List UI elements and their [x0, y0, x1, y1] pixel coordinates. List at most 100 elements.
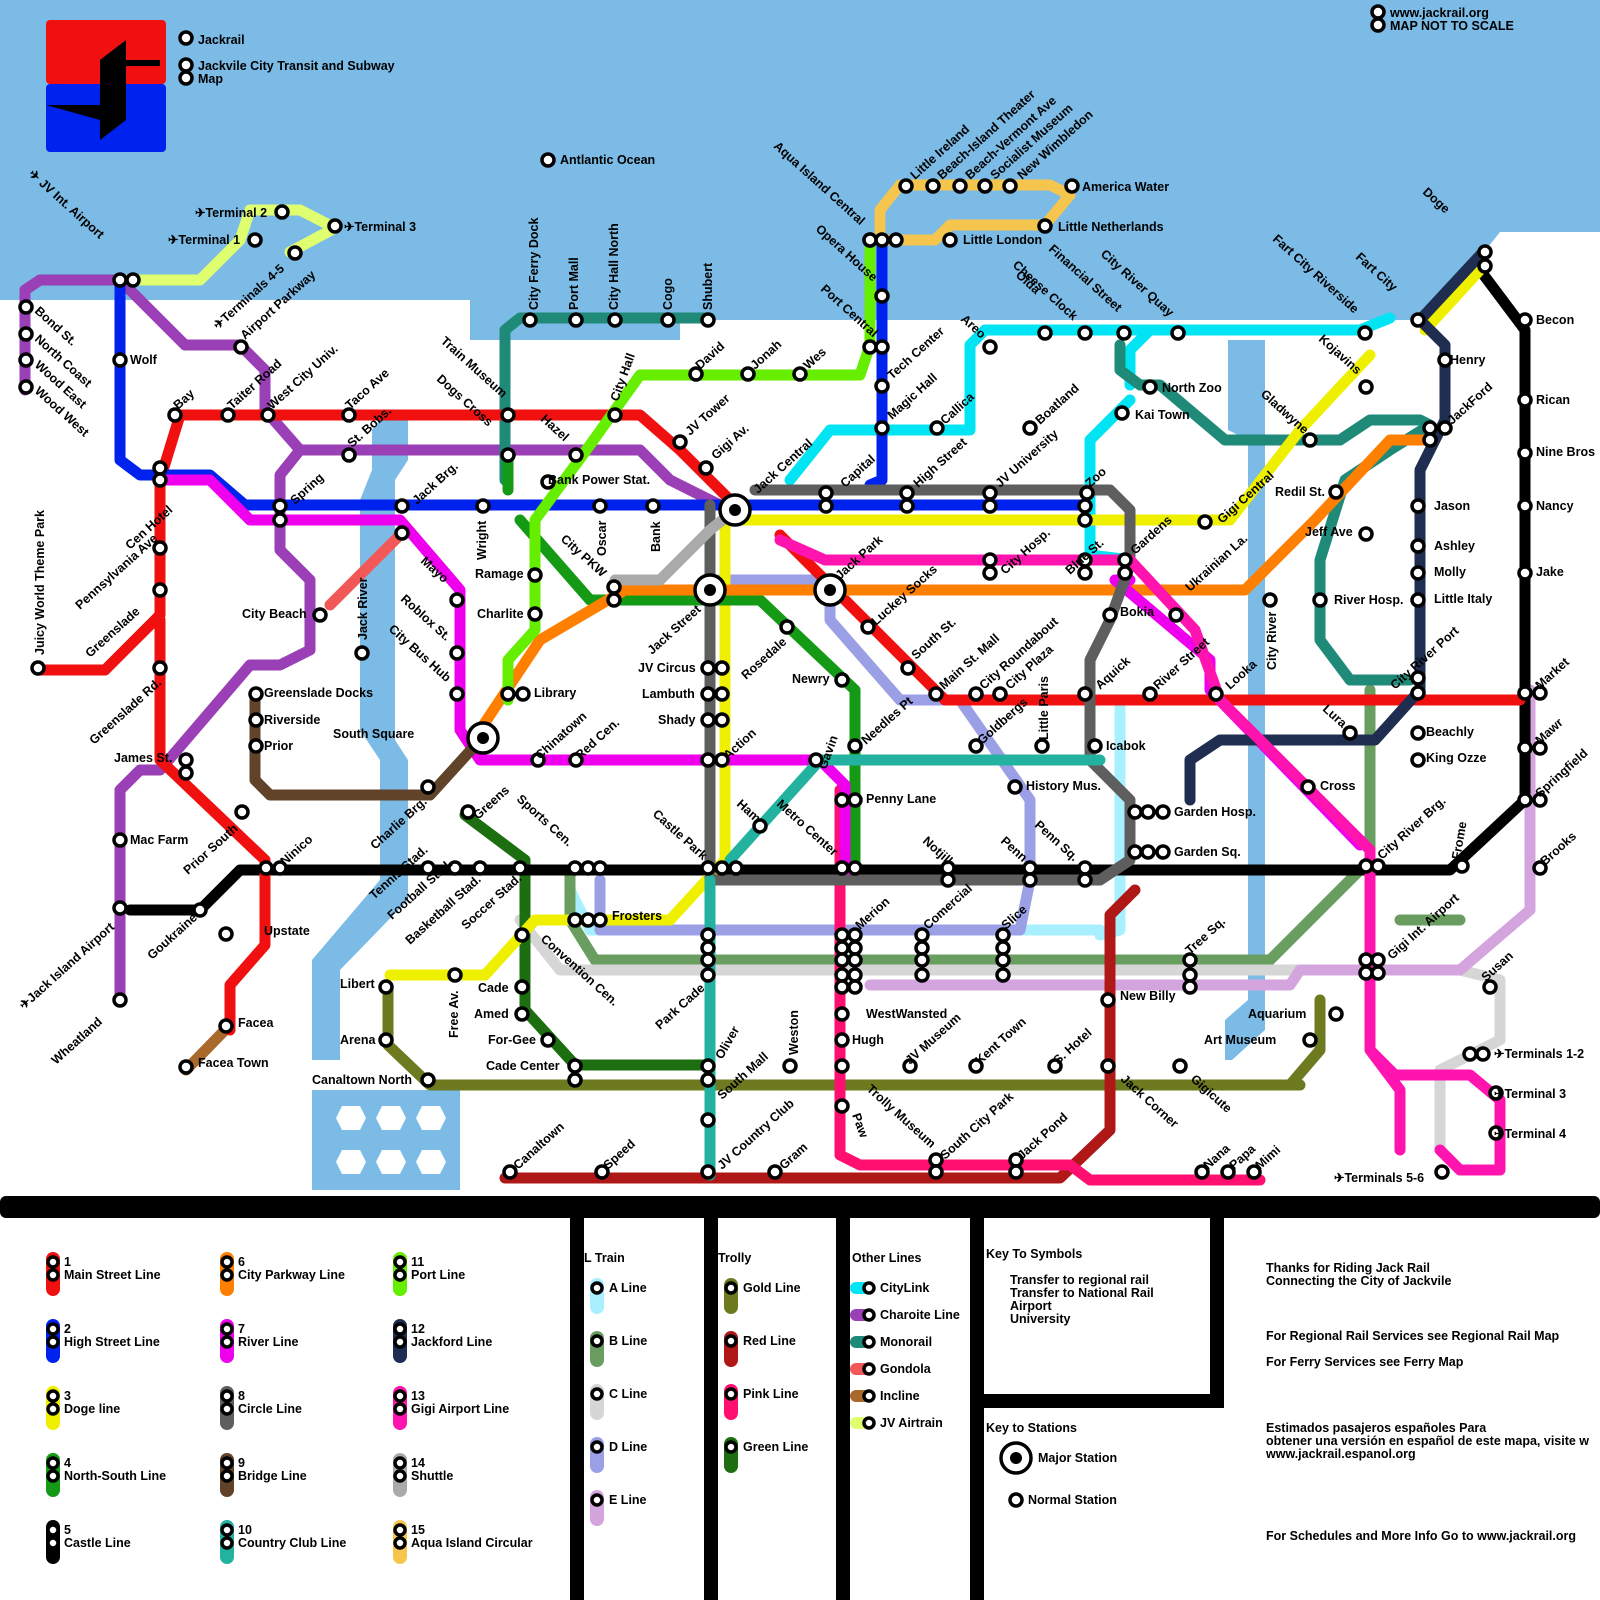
station-dot[interactable]	[1024, 422, 1036, 434]
station-dot[interactable]	[609, 409, 621, 421]
station-dot[interactable]	[1424, 434, 1436, 446]
station-dot[interactable]	[1199, 516, 1211, 528]
station-dot[interactable]	[702, 1166, 714, 1178]
station-dot[interactable]	[849, 942, 861, 954]
station-dot[interactable]	[1174, 1060, 1186, 1072]
station-dot[interactable]	[396, 527, 408, 539]
station-dot[interactable]	[742, 368, 754, 380]
station-dot[interactable]	[784, 1060, 796, 1072]
station-dot[interactable]	[1264, 594, 1276, 606]
station-dot[interactable]	[944, 234, 956, 246]
website-label[interactable]: www.jackrail.org	[1389, 6, 1489, 20]
station-dot[interactable]	[1157, 806, 1169, 818]
station-dot[interactable]	[1360, 954, 1372, 966]
station-dot[interactable]	[114, 274, 126, 286]
station-dot[interactable]	[220, 1020, 232, 1032]
station-dot[interactable]	[608, 594, 620, 606]
station-dot[interactable]	[984, 554, 996, 566]
station-dot[interactable]	[702, 969, 714, 981]
station-dot[interactable]	[180, 59, 192, 71]
station-dot[interactable]	[1129, 806, 1141, 818]
station-dot[interactable]	[1302, 781, 1314, 793]
station-dot[interactable]	[984, 500, 996, 512]
station-dot[interactable]	[716, 862, 728, 874]
station-dot[interactable]	[876, 341, 888, 353]
station-dot[interactable]	[594, 862, 606, 874]
station-dot[interactable]	[702, 954, 714, 966]
station-dot[interactable]	[235, 341, 247, 353]
station-dot[interactable]	[276, 206, 288, 218]
station-dot[interactable]	[250, 740, 262, 752]
station-dot[interactable]	[876, 422, 888, 434]
station-dot[interactable]	[849, 969, 861, 981]
station-dot[interactable]	[542, 1034, 554, 1046]
station-dot[interactable]	[114, 834, 126, 846]
station-dot[interactable]	[836, 981, 848, 993]
station-dot[interactable]	[451, 594, 463, 606]
station-dot[interactable]	[502, 409, 514, 421]
station-dot[interactable]	[180, 72, 192, 84]
station-dot[interactable]	[1004, 180, 1016, 192]
station-jack-central[interactable]	[720, 495, 750, 525]
station-dot[interactable]	[702, 314, 714, 326]
station-dot[interactable]	[890, 234, 902, 246]
station-dot[interactable]	[594, 914, 606, 926]
station-dot[interactable]	[702, 1060, 714, 1072]
station-dot[interactable]	[1456, 860, 1468, 872]
station-dot[interactable]	[702, 714, 714, 726]
station-dot[interactable]	[1412, 727, 1424, 739]
station-dot[interactable]	[1479, 260, 1491, 272]
station-dot[interactable]	[1079, 327, 1091, 339]
station-dot[interactable]	[876, 234, 888, 246]
station-dot[interactable]	[1519, 500, 1531, 512]
station-dot[interactable]	[702, 688, 714, 700]
station-dot[interactable]	[1519, 742, 1531, 754]
station-dot[interactable]	[20, 381, 32, 393]
station-dot[interactable]	[647, 500, 659, 512]
station-dot[interactable]	[154, 474, 166, 486]
station-dot[interactable]	[662, 314, 674, 326]
station-dot[interactable]	[1360, 381, 1372, 393]
station-dot[interactable]	[1372, 967, 1384, 979]
station-dot[interactable]	[849, 862, 861, 874]
station-dot[interactable]	[1157, 846, 1169, 858]
station-dot[interactable]	[916, 969, 928, 981]
station-dot[interactable]	[260, 862, 272, 874]
station-dot[interactable]	[502, 449, 514, 461]
station-dot[interactable]	[1359, 327, 1371, 339]
station-dot[interactable]	[250, 714, 262, 726]
station-dot[interactable]	[516, 929, 528, 941]
station-dot[interactable]	[702, 662, 714, 674]
station-dot[interactable]	[984, 567, 996, 579]
station-dot[interactable]	[380, 1034, 392, 1046]
station-dot[interactable]	[1519, 394, 1531, 406]
station-dot[interactable]	[451, 688, 463, 700]
station-dot[interactable]	[702, 942, 714, 954]
station-dot[interactable]	[864, 341, 876, 353]
station-dot[interactable]	[1360, 967, 1372, 979]
station-dot[interactable]	[836, 794, 848, 806]
station-dot[interactable]	[900, 180, 912, 192]
station-dot[interactable]	[1412, 540, 1424, 552]
station-dot[interactable]	[1479, 246, 1491, 258]
station-dot[interactable]	[1079, 874, 1091, 886]
station-dot[interactable]	[820, 487, 832, 499]
station-dot[interactable]	[180, 767, 192, 779]
station-dot[interactable]	[1360, 860, 1372, 872]
station-dot[interactable]	[1344, 727, 1356, 739]
station-dot[interactable]	[1129, 846, 1141, 858]
station-dot[interactable]	[20, 328, 32, 340]
station-dot[interactable]	[836, 862, 848, 874]
station-dot[interactable]	[32, 662, 44, 674]
station-dot[interactable]	[1010, 1166, 1022, 1178]
station-dot[interactable]	[836, 954, 848, 966]
station-dot[interactable]	[702, 754, 714, 766]
station-dot[interactable]	[1039, 220, 1051, 232]
station-dot[interactable]	[180, 754, 192, 766]
station-dot[interactable]	[356, 647, 368, 659]
station-dot[interactable]	[849, 954, 861, 966]
station-dot[interactable]	[570, 314, 582, 326]
station-dot[interactable]	[1089, 740, 1101, 752]
station-dot[interactable]	[1519, 314, 1531, 326]
station-dot[interactable]	[20, 301, 32, 313]
